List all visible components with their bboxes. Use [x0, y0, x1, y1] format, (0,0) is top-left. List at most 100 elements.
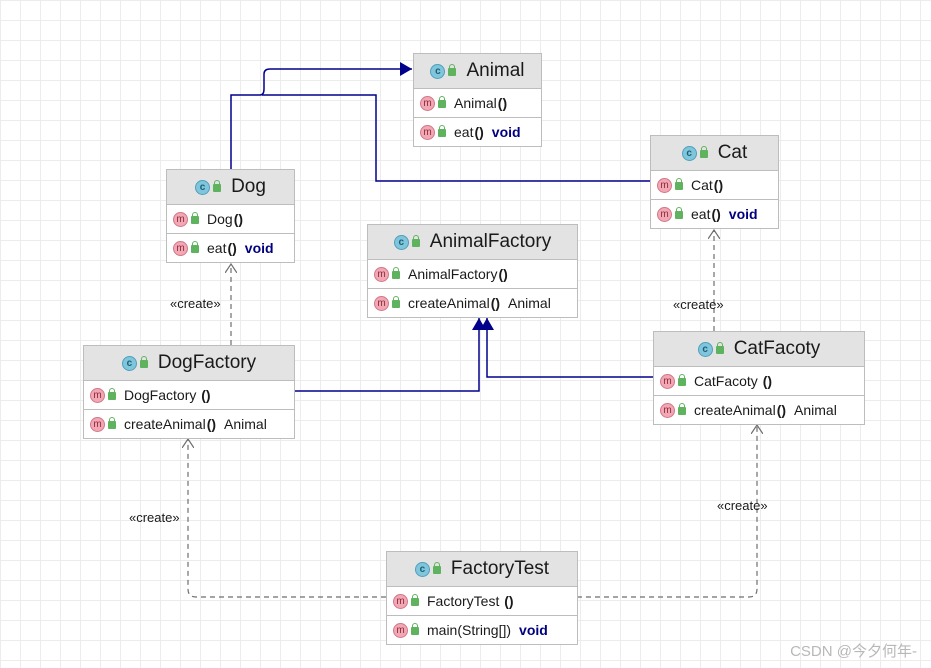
- static-main-marker-icon: m: [393, 622, 408, 638]
- class-icon: c: [393, 234, 409, 250]
- class-header: c FactoryTest: [387, 552, 577, 587]
- constructor-name: Dog: [207, 211, 233, 227]
- method-row: m eat() void: [651, 199, 778, 228]
- method-name: eat: [691, 206, 711, 222]
- parens: (): [474, 124, 484, 140]
- public-lock-icon: [411, 594, 419, 606]
- method-icon: m: [90, 416, 105, 432]
- method-name: eat: [454, 124, 474, 140]
- parens: (): [713, 177, 724, 193]
- dogfactory-implements-line: [294, 318, 486, 392]
- method-name: createAnimal: [694, 402, 776, 418]
- constructor-name: DogFactory: [124, 387, 201, 403]
- dog-class[interactable]: c Dog m Dog() m eat() void: [166, 169, 295, 263]
- create-label-catfactory: «create»: [717, 498, 768, 513]
- method-icon: m: [660, 402, 675, 418]
- constructor-name: AnimalFactory: [408, 266, 498, 282]
- cat-class[interactable]: c Cat m Cat() m eat() void: [650, 135, 779, 229]
- constructor-name: Animal: [454, 95, 497, 111]
- return-type: void: [728, 206, 758, 222]
- class-name: FactoryTest: [450, 558, 550, 579]
- constructor-row: m Dog(): [167, 205, 294, 233]
- create-label-cat: «create»: [673, 297, 724, 312]
- method-icon: m: [374, 295, 389, 311]
- method-name: eat: [207, 240, 227, 256]
- public-lock-icon: [108, 417, 116, 429]
- method-icon: m: [420, 124, 435, 140]
- return-type: void: [519, 622, 548, 638]
- constructor-row: m Cat(): [651, 171, 778, 199]
- method-icon: m: [393, 593, 408, 609]
- constructor-name: CatFacoty: [694, 373, 762, 389]
- class-name: Cat: [717, 142, 748, 163]
- dog-extends-animal-line: [230, 62, 412, 169]
- parens: (): [504, 593, 514, 609]
- class-name: Dog: [231, 176, 266, 197]
- return-type: void: [244, 240, 274, 256]
- public-lock-icon: [675, 207, 683, 219]
- constructor-row: m AnimalFactory(): [368, 260, 577, 288]
- test-creates-dogfactory-line: [188, 439, 386, 598]
- animal-factory-interface[interactable]: c AnimalFactory m AnimalFactory() m crea…: [367, 224, 578, 318]
- class-icon: c: [681, 145, 697, 161]
- cat-extends-animal-line: [262, 94, 651, 182]
- return-type: Animal: [224, 416, 267, 432]
- factory-test-class[interactable]: c FactoryTest m FactoryTest () m main(St…: [386, 551, 578, 645]
- method-icon: m: [374, 266, 389, 282]
- class-icon: c: [414, 561, 430, 577]
- animal-class[interactable]: c Animal m Animal () m eat() void: [413, 53, 542, 147]
- public-lock-icon: [108, 388, 116, 400]
- method-name: main(String[]): [427, 622, 512, 638]
- parens: (): [206, 416, 217, 432]
- public-lock-icon: [432, 562, 441, 574]
- parens: (): [490, 295, 501, 311]
- public-lock-icon: [448, 64, 457, 76]
- public-lock-icon: [392, 296, 400, 308]
- class-name: DogFactory: [157, 352, 257, 373]
- method-row: m eat() void: [167, 233, 294, 262]
- method-row: m main(String[]) void: [387, 615, 577, 644]
- method-icon: m: [660, 373, 675, 389]
- parens: (): [776, 402, 787, 418]
- class-icon: c: [121, 355, 137, 371]
- parens: (): [498, 266, 508, 282]
- method-icon: m: [90, 387, 105, 403]
- public-lock-icon: [678, 403, 686, 415]
- public-lock-icon: [438, 125, 446, 137]
- method-name: createAnimal: [408, 295, 490, 311]
- constructor-row: m DogFactory (): [84, 381, 294, 409]
- class-name: Animal: [466, 60, 525, 81]
- method-row: m eat() void: [414, 117, 541, 146]
- class-icon: c: [430, 63, 446, 79]
- public-lock-icon: [715, 342, 724, 354]
- public-lock-icon: [392, 267, 400, 279]
- class-header: c DogFactory: [84, 346, 294, 381]
- method-name: createAnimal: [124, 416, 206, 432]
- watermark: CSDN @今夕何年-: [790, 643, 917, 660]
- public-lock-icon: [675, 178, 683, 190]
- parens: (): [233, 211, 244, 227]
- class-icon: c: [195, 179, 211, 195]
- create-label-dogfactory: «create»: [129, 510, 180, 525]
- method-icon: m: [657, 177, 672, 193]
- method-row: m createAnimal() Animal: [84, 409, 294, 438]
- test-creates-catfactory-line: [577, 425, 757, 598]
- public-lock-icon: [678, 374, 686, 386]
- class-header: c Dog: [167, 170, 294, 205]
- public-lock-icon: [438, 96, 446, 108]
- parens: (): [711, 206, 721, 222]
- cat-factory-class[interactable]: c CatFacoty m CatFacoty () m createAnima…: [653, 331, 865, 425]
- method-icon: m: [173, 240, 188, 256]
- constructor-name: FactoryTest: [427, 593, 504, 609]
- class-name: AnimalFactory: [429, 231, 552, 252]
- return-type: Animal: [508, 295, 551, 311]
- method-icon: m: [420, 95, 435, 111]
- method-icon: m: [657, 206, 672, 222]
- public-lock-icon: [213, 180, 222, 192]
- return-type: Animal: [794, 402, 837, 418]
- constructor-row: m FactoryTest (): [387, 587, 577, 615]
- class-header: c Cat: [651, 136, 778, 171]
- class-name: CatFacoty: [733, 338, 821, 359]
- dog-factory-class[interactable]: c DogFactory m DogFactory () m createAni…: [83, 345, 295, 439]
